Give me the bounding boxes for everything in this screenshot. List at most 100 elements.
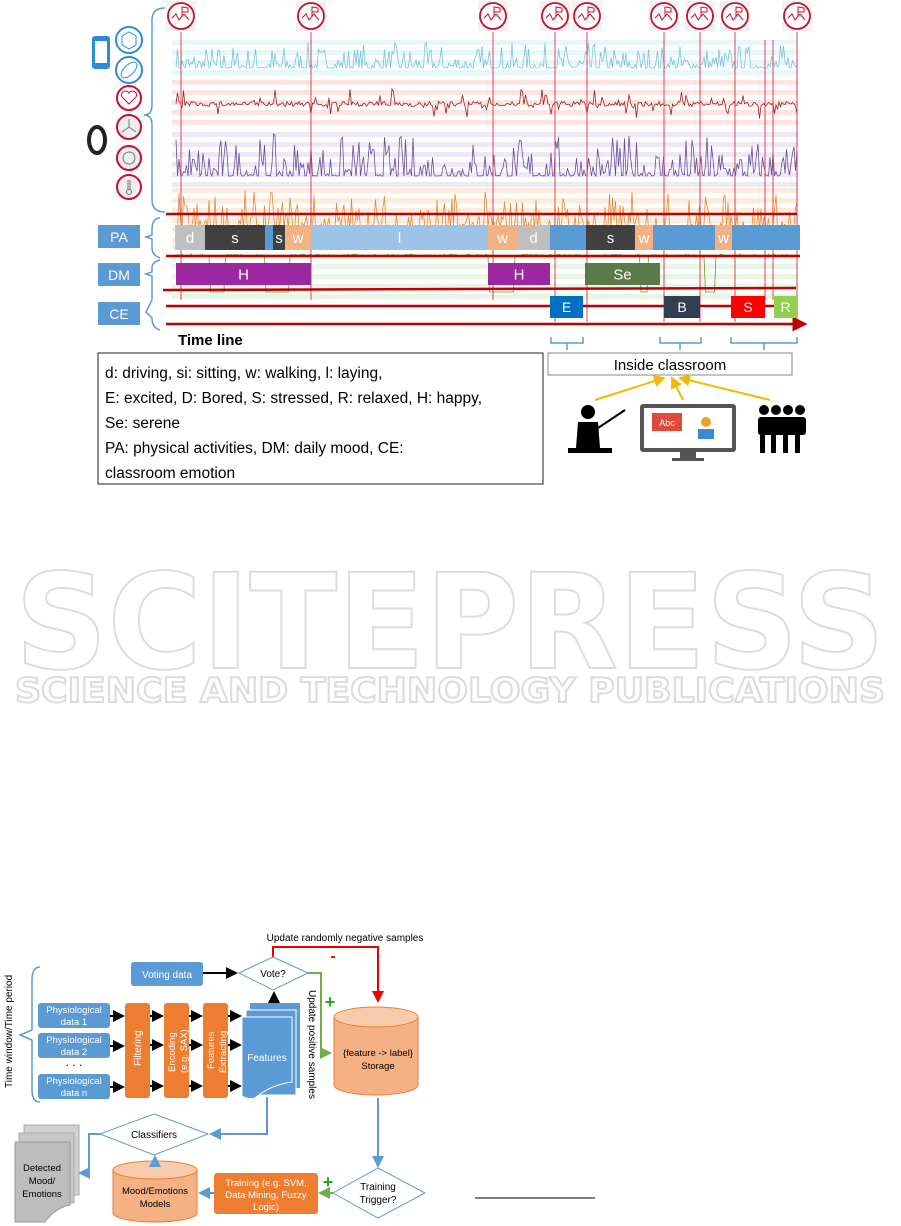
svg-text:d: driving, si: sitting, w: wa: d: driving, si: sitting, w: walking, l: … — [105, 365, 382, 382]
phone-icon — [92, 36, 110, 69]
svg-text:data 2: data 2 — [61, 1047, 87, 1058]
flag-icon — [649, 1, 679, 31]
smartband-icon — [87, 125, 107, 155]
accelerometer-icon — [115, 26, 143, 54]
svg-text:s: s — [607, 230, 615, 247]
figure-pipeline: Update randomly negative samples - Votin… — [4, 933, 427, 1223]
classroom-box — [547, 352, 793, 376]
band — [172, 40, 798, 45]
ce-segment: E — [550, 296, 583, 318]
svg-text:Training: Training — [360, 1182, 396, 1193]
band — [172, 70, 798, 75]
update-negative-label: Update randomly negative samples — [267, 933, 424, 944]
detected-doc: Detected Mood/ Emotions — [14, 1124, 80, 1223]
signal-line — [175, 133, 798, 178]
svg-text:Detected: Detected — [23, 1163, 61, 1174]
svg-text:-: - — [330, 948, 335, 965]
svg-text:Classifiers: Classifiers — [131, 1130, 177, 1141]
svg-text:PA: physical activities, DM: d: PA: physical activities, DM: daily mood,… — [105, 440, 404, 457]
svg-text:Data Mining, Fuzzy: Data Mining, Fuzzy — [225, 1190, 307, 1201]
svg-text:CE: CE — [109, 306, 128, 322]
band — [172, 80, 798, 85]
svg-text:Models: Models — [140, 1199, 171, 1210]
svg-text:Physiological: Physiological — [46, 1005, 101, 1016]
flag-icon — [572, 1, 602, 31]
training-box — [214, 1173, 318, 1214]
ce-segment: S — [731, 296, 765, 318]
band — [172, 90, 798, 95]
pa-segment: s — [205, 225, 265, 250]
svg-text:Mood/Emotions: Mood/Emotions — [122, 1186, 188, 1197]
svg-text:Storage: Storage — [361, 1061, 394, 1072]
svg-text:s: s — [275, 230, 283, 247]
svg-text:Extracting: Extracting — [218, 1031, 229, 1073]
band — [172, 208, 798, 213]
band — [172, 284, 798, 289]
band — [172, 50, 798, 55]
band — [172, 218, 798, 223]
band — [172, 142, 798, 147]
svg-text:S: S — [743, 299, 752, 315]
svg-text:Features: Features — [247, 1053, 286, 1064]
ce-segment: B — [664, 296, 700, 318]
svg-text:d: d — [186, 230, 194, 247]
svg-text:Voting data: Voting data — [142, 970, 192, 981]
svg-text:{feature -> label}: {feature -> label} — [343, 1048, 413, 1059]
update-positive-label: Update positive samples — [306, 990, 317, 1099]
flag-icon — [478, 1, 508, 31]
timeline-label: Time line — [178, 332, 243, 349]
watermark-subtitle: SCIENCE AND TECHNOLOGY PUBLICATIONS — [15, 671, 885, 711]
dm-segment: H — [176, 263, 311, 285]
band — [172, 274, 798, 279]
svg-text:w: w — [638, 230, 650, 247]
svg-text:Vote?: Vote? — [260, 969, 286, 980]
svg-text:Trigger?: Trigger? — [360, 1195, 397, 1206]
gyroscope-icon — [115, 56, 143, 84]
heart-icon — [116, 85, 142, 111]
pipeline-arrows — [150, 991, 280, 1092]
classroom-label: Inside classroom — [614, 357, 727, 374]
encoding-box — [164, 1003, 189, 1098]
svg-text:+: + — [323, 1172, 334, 1192]
pa-segment: w — [635, 225, 653, 250]
svg-text:+: + — [325, 992, 336, 1012]
svg-text:(e.g. SAX): (e.g. SAX) — [179, 1029, 190, 1073]
teacher-icon — [568, 405, 626, 453]
screen-icon: Abc — [640, 404, 736, 461]
pa-segment: d — [517, 225, 550, 250]
legend: d: driving, si: sitting, w: walking, l: … — [105, 365, 482, 482]
classroom-arrows — [594, 374, 771, 401]
svg-text:data n: data n — [61, 1088, 87, 1099]
svg-text:Physiological: Physiological — [46, 1076, 101, 1087]
band — [172, 188, 798, 193]
svg-text:classroom emotion: classroom emotion — [105, 465, 235, 482]
svg-text:Physiological: Physiological — [46, 1035, 101, 1046]
pa-segment: s — [586, 225, 635, 250]
pa-segment: w — [285, 225, 311, 250]
band — [172, 60, 798, 65]
legend-box — [97, 352, 544, 485]
dm-segment: H — [488, 263, 550, 285]
svg-text:PA: PA — [110, 229, 128, 245]
band — [172, 294, 798, 299]
band — [172, 110, 798, 115]
pa-segment: w — [488, 225, 517, 250]
svg-text:Mood/: Mood/ — [29, 1176, 56, 1187]
classroom-brackets — [550, 337, 798, 350]
ce-segment: R — [774, 296, 797, 318]
svg-text:Se: serene: Se: serene — [105, 415, 180, 432]
band — [172, 120, 798, 125]
negative-arrow — [272, 946, 384, 1003]
positive-arrow — [308, 972, 332, 1059]
watermark-title: SCITEPRESS — [15, 546, 885, 700]
dm-segment: Se — [585, 263, 660, 285]
svg-text:d: d — [529, 230, 537, 247]
row-label-pa: PA — [98, 225, 140, 248]
band — [172, 182, 798, 187]
separator — [162, 286, 797, 292]
svg-text:H: H — [238, 266, 249, 283]
